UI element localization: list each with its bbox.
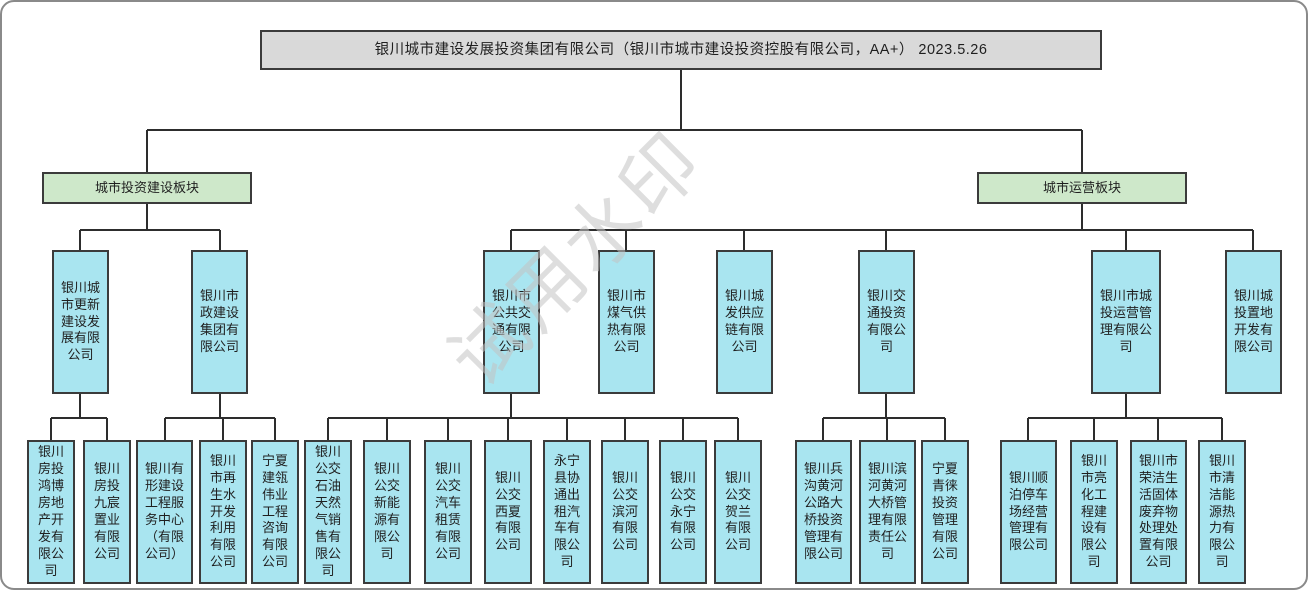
org-node-subsidiary: 银川兵沟黄河公路大桥投资管理有限公司 (795, 440, 852, 584)
org-node-subsidiary: 银川房投九宸置业有限公司 (83, 440, 131, 584)
org-node-company: 银川城发供应链有限公司 (716, 250, 773, 394)
org-node-company: 银川市城投运营管理有限公司 (1091, 250, 1161, 394)
org-node-segment-city-operation: 城市运营板块 (977, 172, 1187, 204)
org-node-subsidiary: 银川公交西夏有限公司 (484, 440, 532, 584)
org-node-subsidiary: 银川房投鸿博房地产开发有限公司 (27, 440, 75, 584)
org-node-root: 银川城市建设发展投资集团有限公司（银川市城市建设投资控股有限公司，AA+） 20… (260, 30, 1102, 70)
org-node-company: 银川城投置地开发有限公司 (1225, 250, 1282, 394)
org-node-subsidiary: 银川市再生水开发利用有限公司 (199, 440, 247, 584)
org-node-subsidiary: 银川公交石油天然气销售有限公司 (304, 440, 352, 584)
org-node-subsidiary: 银川公交永宁有限公司 (659, 440, 707, 584)
org-node-company: 银川交通投资有限公司 (858, 250, 915, 394)
org-node-company: 银川市公共交通有限公司 (483, 250, 540, 394)
org-node-segment-investment-construction: 城市投资建设板块 (42, 172, 252, 204)
org-node-subsidiary: 宁夏青徕投资管理有限公司 (921, 440, 969, 584)
org-node-subsidiary: 银川市清洁能源热力有限公司 (1198, 440, 1246, 584)
org-node-subsidiary: 银川公交新能源有限公司 (363, 440, 411, 584)
org-node-subsidiary: 永宁县协通出租汽车有限公司 (543, 440, 591, 584)
org-node-subsidiary: 银川顺泊停车场经营管理有限公司 (1000, 440, 1057, 584)
org-node-subsidiary: 宁夏建瓴伟业工程咨询有限公司 (251, 440, 299, 584)
org-node-company: 银川城市更新建设发展有限公司 (52, 250, 109, 394)
org-node-subsidiary: 银川公交贺兰有限公司 (714, 440, 762, 584)
org-node-subsidiary: 银川市荣洁生活固体废弃物处理处置有限公司 (1130, 440, 1187, 584)
org-node-subsidiary: 银川公交汽车租赁有限公司 (424, 440, 472, 584)
org-node-company: 银川市政建设集团有限公司 (191, 250, 248, 394)
org-node-subsidiary: 银川滨河黄河大桥管理有限责任公司 (859, 440, 916, 584)
org-node-subsidiary: 银川有形建设工程服务中心（有限公司） (136, 440, 193, 584)
org-node-company: 银川市煤气供热有限公司 (598, 250, 655, 394)
org-node-subsidiary: 银川公交滨河有限公司 (601, 440, 649, 584)
org-node-subsidiary: 银川市亮化工程建设有限公司 (1070, 440, 1118, 584)
